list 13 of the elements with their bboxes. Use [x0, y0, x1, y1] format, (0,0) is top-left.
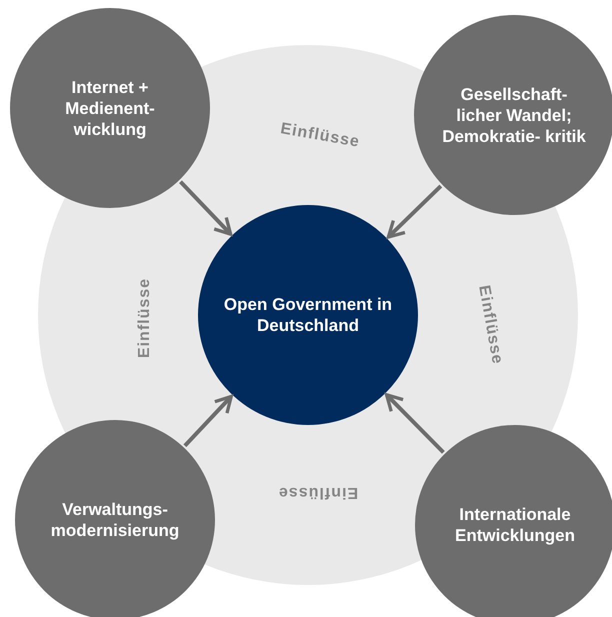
arrow	[183, 394, 233, 448]
node-text: Open Government in Deutschland	[222, 294, 394, 336]
arrow	[386, 184, 442, 239]
influence-label: Einflüsse	[474, 284, 506, 366]
arrow	[384, 393, 445, 454]
influence-label: Einflüsse	[136, 278, 154, 358]
influence-label: Einflüsse	[279, 120, 362, 152]
arrow	[179, 180, 232, 236]
influence-label: Einflüsse	[278, 483, 358, 501]
node-text: Internet + Medienent- wicklung	[64, 76, 156, 140]
node-text: Verwaltungs- modernisierung	[50, 499, 180, 541]
node-text: Gesellschaft- licher Wandel; Demokratie- kritik	[441, 84, 587, 146]
node-text: Internationale Entwicklungen	[454, 504, 576, 546]
